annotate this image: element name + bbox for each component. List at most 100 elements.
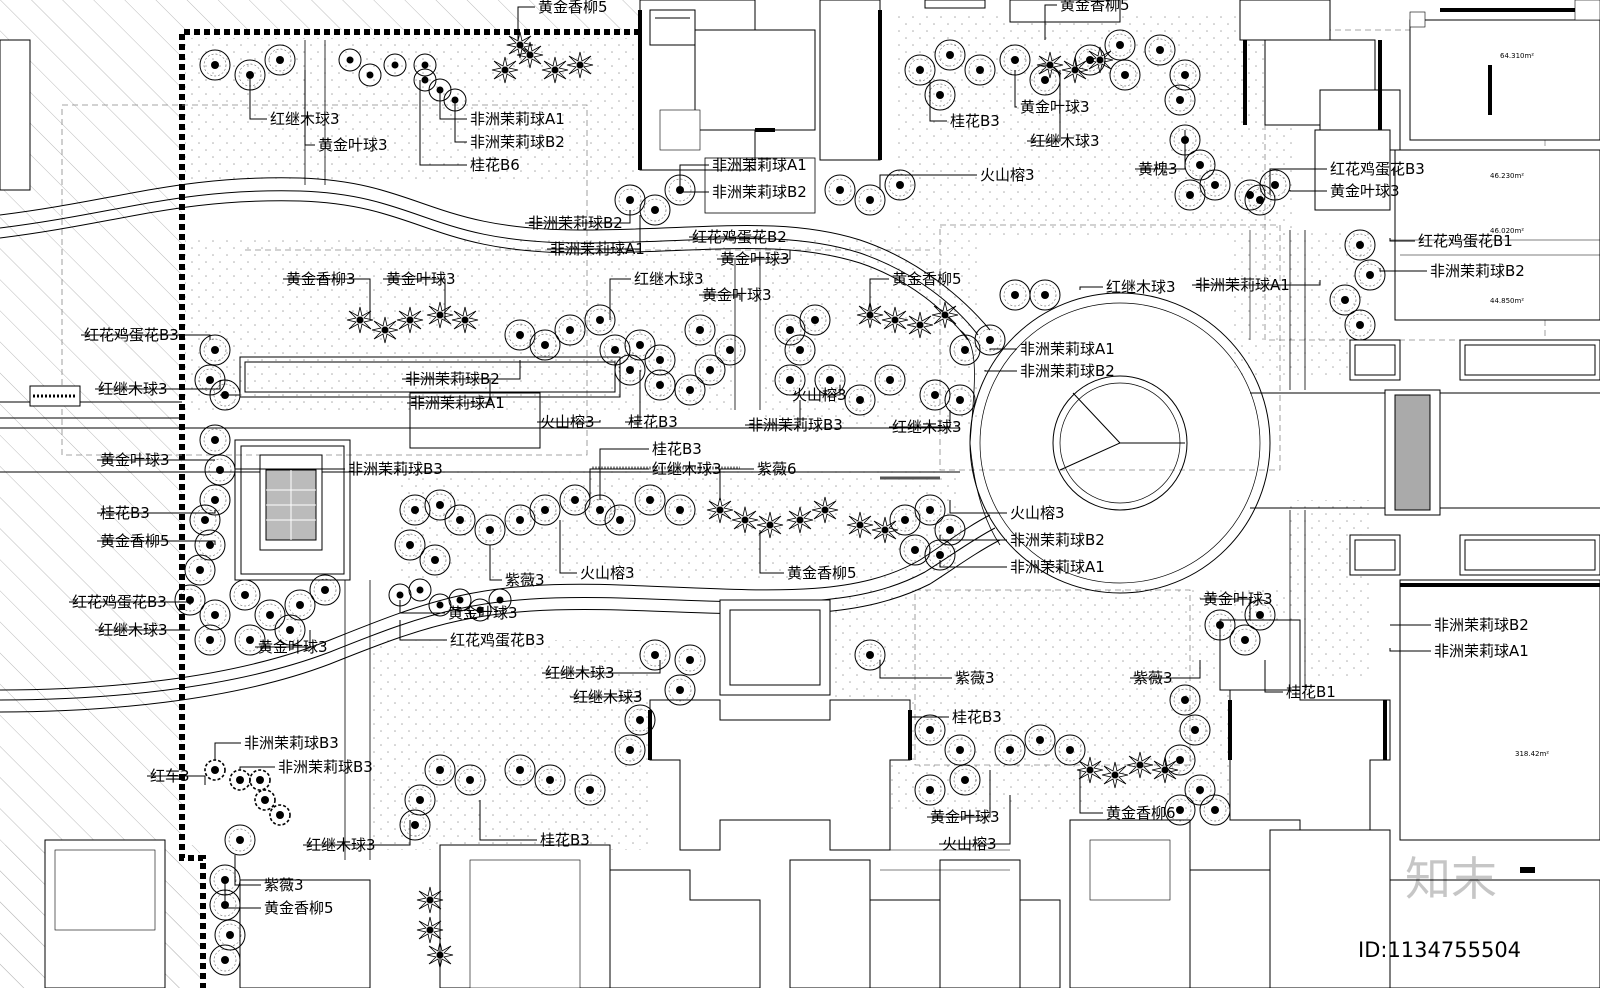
leader-line <box>927 770 991 818</box>
plant-symbol-ball <box>199 424 231 456</box>
leader-line <box>537 420 601 423</box>
plant-label: 黄金叶球3 <box>1203 590 1273 608</box>
leader-line <box>719 468 754 500</box>
plant-label: 桂花B3 <box>950 112 1000 130</box>
leader-line <box>909 716 949 720</box>
plant-label: 黄金香柳5 <box>100 532 170 550</box>
plant-label: 红花鸡蛋花B3 <box>450 631 545 649</box>
plant-symbol-ball <box>229 579 261 611</box>
plant-label: 黄金叶球3 <box>930 808 1000 826</box>
plant-label: 桂花B3 <box>100 504 150 522</box>
leader-line <box>609 278 631 320</box>
plant-label: 黄金叶球3 <box>100 451 170 469</box>
plant-label: 黄金香柳6 <box>1106 804 1176 822</box>
plant-label: 红车3 <box>150 767 190 785</box>
plant-label: 黄金香柳5 <box>787 564 857 582</box>
leader-line <box>879 660 952 679</box>
plant-symbol-star <box>416 886 444 914</box>
plant-label: 红继木球3 <box>306 836 376 854</box>
site-boundary <box>179 29 640 988</box>
plant-label: 红继木球3 <box>98 380 168 398</box>
planting-zone <box>1290 500 1370 680</box>
plant-label: 桂花B3 <box>652 440 702 458</box>
plant-label: 红继木球3 <box>545 664 615 682</box>
plant-symbol-ball <box>639 194 671 226</box>
leader-line <box>689 236 761 240</box>
plant-label: 黄金香柳5 <box>892 270 962 288</box>
planting-zone <box>185 38 635 183</box>
leader-line <box>679 190 709 193</box>
plant-label: 火山榕3 <box>792 386 847 404</box>
plant-symbol-ball <box>184 554 216 586</box>
plant-label: 火山榕3 <box>942 835 997 853</box>
plant-label: 桂花B3 <box>628 413 678 431</box>
plant-label: 非洲茉莉球A1 <box>410 394 505 412</box>
plant-label: 黄金叶球3 <box>720 250 790 268</box>
leader-line <box>1389 648 1431 652</box>
plant-label: 桂花B3 <box>952 708 1002 726</box>
leader-line <box>303 820 411 846</box>
plant-symbol-ball <box>224 824 256 856</box>
plant-symbol-gear <box>254 789 276 811</box>
plant-label: 黄金叶球3 <box>702 286 772 304</box>
building-bottom <box>44 579 1600 988</box>
plant-label: 桂花B6 <box>470 156 520 174</box>
leader-line <box>479 800 537 841</box>
plant-label: 黄槐3 <box>1138 160 1178 178</box>
leader-line <box>984 370 1017 372</box>
plant-label: 非洲茉莉球B2 <box>405 370 500 388</box>
plant-label: 非洲茉莉球B3 <box>748 416 843 434</box>
leader-line <box>1289 190 1327 192</box>
plant-label: 非洲茉莉球B3 <box>348 460 443 478</box>
plant-symbol-gear <box>249 769 271 791</box>
plant-symbol-ball <box>824 174 856 206</box>
plant-label: 黄金香柳3 <box>286 270 356 288</box>
area-label: 46.230m² <box>1490 172 1524 180</box>
leader-line <box>1130 660 1201 679</box>
plant-label: 红花鸡蛋花B1 <box>1418 232 1513 250</box>
leader-line <box>489 545 502 581</box>
leader-line <box>402 360 521 380</box>
leader-line <box>95 380 221 390</box>
building-top-right <box>1239 0 1600 340</box>
leader-line <box>1269 168 1327 195</box>
plant-label: 紫薇3 <box>955 669 995 687</box>
leader-line <box>439 90 467 120</box>
leader-line <box>1044 4 1057 40</box>
plant-label: 非洲茉莉球B2 <box>1434 616 1529 634</box>
plant-label: 非洲茉莉球B2 <box>712 183 807 201</box>
leader-line <box>949 500 1007 514</box>
plant-label: 非洲茉莉球A1 <box>470 110 565 128</box>
leader-line <box>97 540 216 545</box>
leader-line <box>1079 286 1103 290</box>
leader-line <box>1135 130 1186 170</box>
leader-line <box>383 278 446 320</box>
plant-label: 黄金香柳5 <box>1060 0 1130 14</box>
plant-symbol-gear <box>204 759 226 781</box>
winding-path-upper <box>0 177 991 341</box>
plant-label: 红花鸡蛋花B3 <box>1330 160 1425 178</box>
plant-label: 紫薇3 <box>505 571 545 589</box>
plant-symbol-gear <box>269 804 291 826</box>
plant-label: 非洲茉莉球A1 <box>1195 276 1290 294</box>
plant-label: 非洲茉莉球A1 <box>550 240 645 258</box>
leader-line <box>1379 268 1427 272</box>
leader-line <box>939 535 1007 541</box>
leader-line <box>249 75 267 120</box>
plant-label: 黄金香柳5 <box>538 0 608 16</box>
leader-line <box>869 278 889 320</box>
leader-line <box>1027 70 1061 142</box>
leader-line <box>399 600 445 614</box>
leader-line <box>589 468 649 500</box>
watermark-logo: 知末 <box>1405 852 1497 906</box>
plant-symbol-ball <box>1029 279 1061 311</box>
plant-symbol-ball <box>999 279 1031 311</box>
leader-line <box>699 294 741 300</box>
area-label: 44.850m² <box>1490 297 1524 305</box>
plant-label: 黄金叶球3 <box>318 136 388 154</box>
plant-label: 非洲茉莉球B3 <box>278 758 373 776</box>
leader-line <box>1079 770 1103 814</box>
plant-label: 非洲茉莉球B3 <box>244 734 339 752</box>
plant-label: 紫薇6 <box>757 460 797 478</box>
